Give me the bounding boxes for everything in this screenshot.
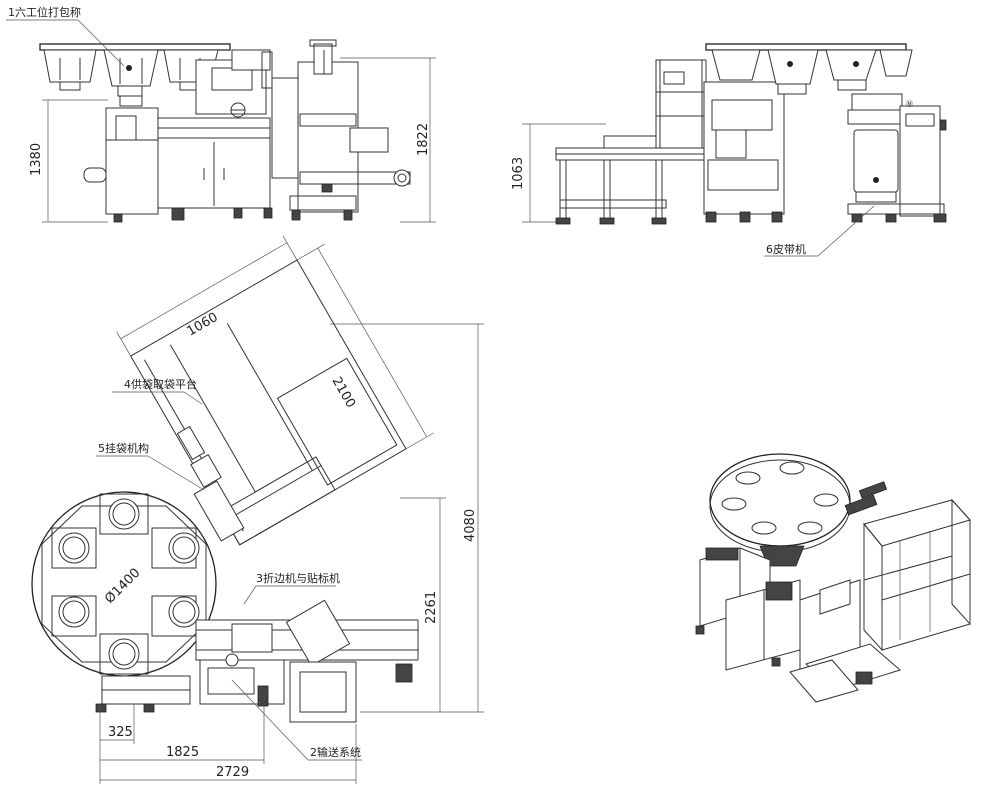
label-3: 3折边机与贴标机 xyxy=(256,571,340,585)
dim-1822: 1822 xyxy=(416,123,431,156)
dim-2729: 2729 xyxy=(216,765,249,780)
dim-2261: 2261 xyxy=(424,591,439,624)
dim-1380: 1380 xyxy=(29,143,44,176)
side-view: 1063 xyxy=(511,43,947,225)
label-4: 4供袋取袋平台 xyxy=(124,377,197,391)
svg-text:Ⓜ: Ⓜ xyxy=(906,100,913,108)
dim-325: 325 xyxy=(108,725,133,740)
plan-view: 1060 2100 Ø1400 xyxy=(31,235,484,784)
label-2: 2输送系统 xyxy=(310,745,361,759)
label-1: 1六工位打包称 xyxy=(8,5,81,19)
isometric-view xyxy=(695,453,971,703)
label-6: 6皮带机 xyxy=(766,242,806,256)
dim-4080: 4080 xyxy=(463,509,478,542)
dim-1400: Ø1400 xyxy=(102,566,143,607)
dim-1063: 1063 xyxy=(511,157,526,190)
front-view: 1380 1822 xyxy=(29,39,436,223)
label-5: 5挂袋机构 xyxy=(98,441,149,455)
dim-1825: 1825 xyxy=(166,745,199,760)
